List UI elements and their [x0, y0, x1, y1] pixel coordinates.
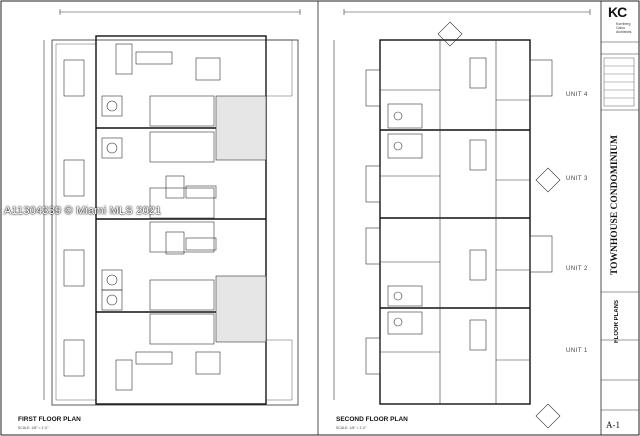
title-block	[601, 41, 639, 411]
architect-logo: KC	[608, 4, 627, 20]
unit-label-2: UNIT 2	[566, 266, 588, 272]
project-title: TOWNHOUSE CONDOMINIUM	[610, 135, 620, 275]
first-floor-plan-label: FIRST FLOOR PLAN	[18, 416, 81, 423]
architect-name: Kornberg Calvo Architects	[616, 22, 632, 34]
sheet-number: A-1	[606, 420, 620, 430]
second-floor-plan-label: SECOND FLOOR PLAN	[336, 416, 408, 423]
unit-label-3: UNIT 3	[566, 176, 588, 182]
mls-watermark: A11304339 © Miami MLS 2021	[4, 205, 162, 217]
second-floor-plan	[333, 9, 591, 429]
unit-label-4: UNIT 4	[566, 92, 588, 98]
sheet-title: FLOOR PLANS	[614, 300, 620, 343]
second-floor-scale: SCALE: 1/8" = 1'-0"	[336, 426, 367, 430]
first-floor-plan	[43, 9, 301, 406]
first-floor-scale: SCALE: 1/8" = 1'-0"	[18, 426, 49, 430]
unit-label-1: UNIT 1	[566, 348, 588, 354]
